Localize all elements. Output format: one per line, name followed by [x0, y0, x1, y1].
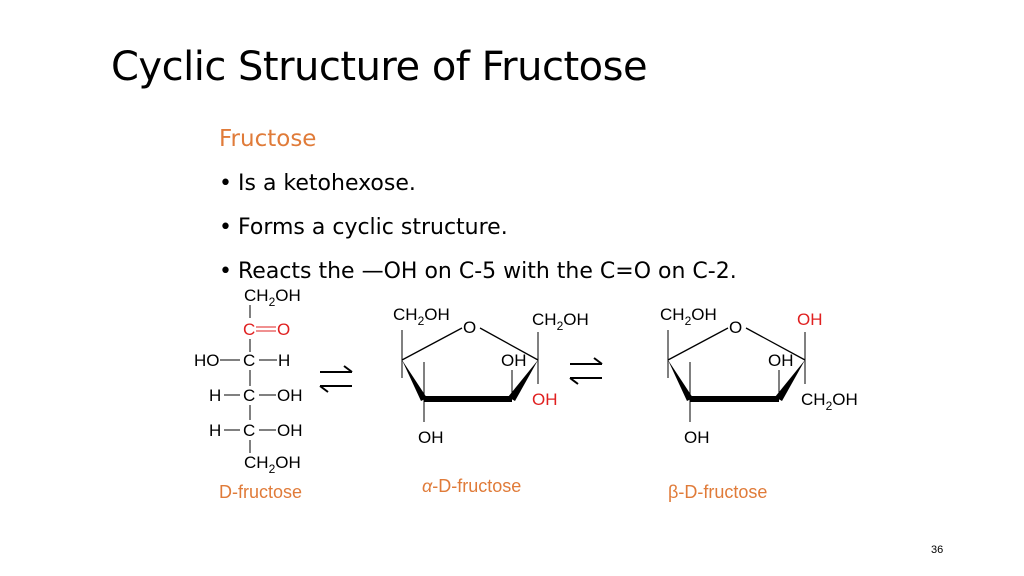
bullet-dot-icon: •	[219, 259, 232, 284]
fischer-carbonyl-carbon: C	[243, 320, 255, 339]
wedge-bond	[775, 360, 805, 401]
slide-title: Cyclic Structure of Fructose	[111, 44, 648, 90]
bullet-item: •Reacts the —OH on C-5 with the C=O on C…	[219, 256, 737, 300]
alpha-ch2oh-right: CH2OH	[532, 310, 589, 333]
ring-bond	[401, 327, 463, 361]
fischer-top-ch2oh: CH2OH	[244, 286, 301, 309]
alpha-ring-oxygen: O	[463, 318, 476, 337]
fischer-caption: D-fructose	[219, 482, 302, 502]
page-number: 36	[931, 544, 944, 556]
beta-oh-anomeric: OH	[797, 310, 823, 329]
alpha-oh-anomeric: OH	[532, 390, 558, 409]
equilibrium-arrows-icon	[569, 357, 603, 385]
fischer-row3-carbon: C	[243, 351, 255, 370]
beta-fructose-haworth: CH2OH O OH OH CH2OH OH β-D-fructose	[660, 305, 858, 502]
bullet-item: •Forms a cyclic structure.	[219, 212, 737, 256]
bullet-item: •Is a ketohexose.	[219, 168, 737, 212]
fischer-carbonyl-oxygen: O	[277, 320, 290, 339]
bullet-text: Reacts the —OH on C-5 with the C=O on C-…	[238, 259, 737, 284]
beta-caption: β-D-fructose	[668, 482, 767, 502]
beta-oh-ring-right: OH	[768, 351, 794, 370]
fischer-row4-right: OH	[277, 386, 303, 405]
fischer-row4-carbon: C	[243, 386, 255, 405]
alpha-caption-rest: -D-fructose	[432, 476, 521, 496]
beta-ch2oh-bottom: CH2OH	[801, 390, 858, 413]
bullet-dot-icon: •	[219, 215, 232, 240]
wedge-bond	[402, 360, 427, 401]
bullet-dot-icon: •	[219, 171, 232, 196]
bullet-list: •Is a ketohexose. •Forms a cyclic struct…	[219, 168, 737, 300]
alpha-caption-prefix: α	[422, 476, 433, 496]
beta-ring-oxygen: O	[729, 318, 742, 337]
fischer-row4-left: H	[209, 386, 221, 405]
ring-bond	[745, 327, 806, 361]
fischer-row5-right: OH	[277, 421, 303, 440]
wedge-bond	[668, 360, 693, 401]
alpha-ch2oh-left: CH2OH	[393, 305, 450, 328]
alpha-oh-ring-right: OH	[501, 351, 527, 370]
beta-ch2oh-left: CH2OH	[660, 305, 717, 328]
fischer-bottom-ch2oh: CH2OH	[244, 453, 301, 476]
bullet-text: Is a ketohexose.	[238, 171, 416, 196]
bullet-text: Forms a cyclic structure.	[238, 215, 508, 240]
alpha-fructose-haworth: CH2OH O CH2OH OH OH OH α-D-fructose	[393, 305, 589, 496]
equilibrium-arrows-icon	[319, 365, 353, 393]
subheading: Fructose	[219, 126, 317, 152]
fischer-row5-carbon: C	[243, 421, 255, 440]
fischer-row3-right: H	[278, 351, 290, 370]
wedge-bond	[508, 360, 538, 401]
ring-bond	[667, 327, 729, 361]
ring-bond	[479, 327, 539, 361]
beta-oh-bottom: OH	[684, 428, 710, 447]
alpha-caption: α-D-fructose	[422, 476, 521, 496]
fischer-row5-left: H	[209, 421, 221, 440]
alpha-oh-bottom: OH	[418, 428, 444, 447]
fischer-row3-left: HO	[194, 351, 220, 370]
fischer-projection: CH2OH C O HO C H H C OH H C OH CH2OH D-f…	[194, 286, 303, 502]
